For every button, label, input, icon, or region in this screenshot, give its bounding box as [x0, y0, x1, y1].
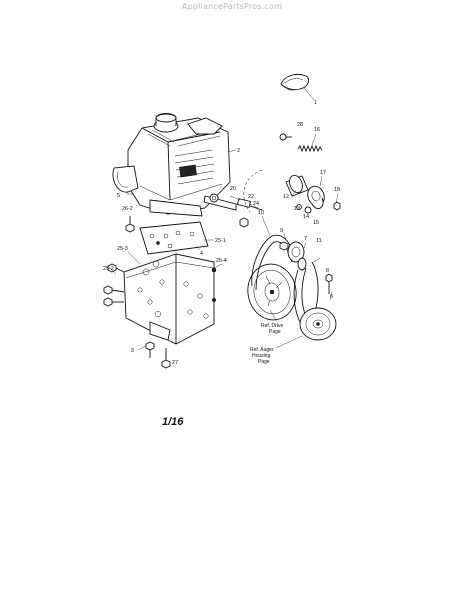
- ref-auger-line-3: Page: [258, 359, 270, 365]
- callout-24: 24: [253, 201, 259, 207]
- callout-26-2: 26-2: [122, 206, 133, 212]
- part-auger-pulley: [293, 257, 337, 341]
- callout-3: 3: [131, 348, 134, 354]
- callout-13: 13: [294, 206, 300, 212]
- callout-18: 18: [334, 187, 340, 193]
- callout-17: 17: [320, 170, 326, 176]
- callout-20: 20: [230, 186, 236, 192]
- callout-25-1: 25-1: [215, 238, 226, 244]
- callout-25-4: 25-4: [216, 258, 227, 264]
- part-spring: [297, 133, 323, 153]
- part-belt-guard-hook: [280, 73, 315, 101]
- callout-6: 6: [330, 294, 333, 300]
- callout-2: 2: [237, 148, 240, 154]
- callout-10: 10: [258, 210, 264, 216]
- part-bolt-28: [279, 133, 292, 141]
- part-engine: [112, 113, 237, 217]
- part-shaft-hardware: [209, 193, 263, 228]
- ref-drive-line-2: Page: [269, 329, 281, 335]
- part-idler-assembly: [285, 174, 341, 214]
- callout-25-3: 25-3: [117, 246, 128, 252]
- callout-14: 14: [303, 214, 309, 220]
- callout-8: 8: [326, 268, 329, 274]
- page-number: 1/16: [162, 416, 184, 428]
- callout-11: 11: [316, 238, 322, 244]
- part-drive-pulley: [247, 215, 297, 321]
- callout-15: 15: [313, 220, 319, 226]
- ref-drive-line-1: Ref. Drive: [261, 323, 283, 329]
- callout-4: 4: [200, 251, 203, 257]
- ref-auger-line-2: Housing: [252, 353, 271, 359]
- callout-25-2: 25-2: [103, 266, 114, 272]
- callout-28: 28: [297, 122, 303, 128]
- callout-27: 27: [172, 360, 178, 366]
- callout-1: 1: [314, 100, 317, 106]
- part-bottom-bolts: [137, 341, 171, 369]
- callout-5: 5: [117, 193, 120, 199]
- callout-16: 16: [314, 127, 320, 133]
- part-small-pulley: [279, 233, 307, 271]
- reference-notes: Ref. Drive Page Ref. Auger Housing Page: [250, 309, 303, 365]
- belt-reference-path: [243, 169, 263, 213]
- callout-22: 22: [248, 194, 254, 200]
- callout-9: 9: [280, 228, 283, 234]
- part-mounting-plates: [103, 216, 223, 345]
- watermark-text: AppliancePartsPros.com: [181, 2, 283, 11]
- callout-labels: 1 28 16 2 17 18 20 22 24 12 13 14 15 5 2…: [103, 100, 340, 366]
- callout-12: 12: [283, 194, 289, 200]
- callout-7: 7: [304, 236, 307, 242]
- ref-auger-line-1: Ref. Auger: [250, 347, 274, 353]
